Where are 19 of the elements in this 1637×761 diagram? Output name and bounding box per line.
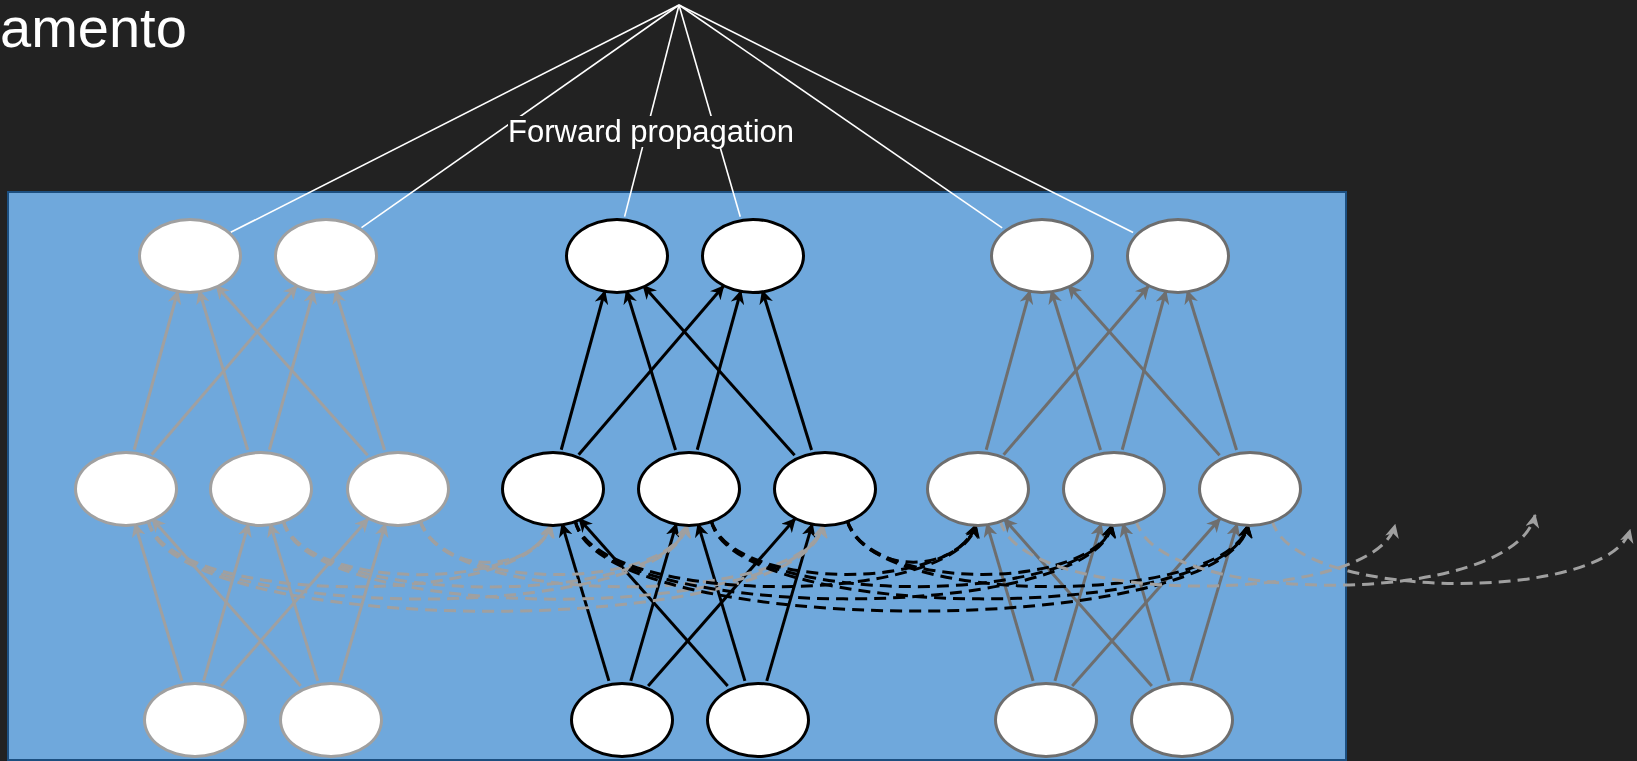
dashed-arrow bbox=[1134, 513, 1537, 587]
arrow bbox=[151, 517, 302, 688]
arrow bbox=[1067, 284, 1221, 457]
connector-line bbox=[360, 4, 680, 229]
arrow bbox=[577, 285, 725, 456]
arrow bbox=[219, 517, 370, 688]
arrow bbox=[1071, 517, 1221, 688]
arrow bbox=[578, 517, 729, 688]
arrow bbox=[1002, 285, 1150, 456]
arrow bbox=[642, 284, 796, 457]
arrow bbox=[150, 285, 298, 456]
arrow bbox=[215, 284, 369, 457]
network-panel bbox=[7, 191, 1347, 761]
annotation-text: Forward propagation bbox=[508, 116, 795, 147]
arrow bbox=[646, 517, 797, 688]
connector-line bbox=[678, 4, 1134, 234]
arrow bbox=[1003, 517, 1153, 688]
connector-line bbox=[229, 4, 680, 234]
connector-line bbox=[678, 4, 1003, 229]
